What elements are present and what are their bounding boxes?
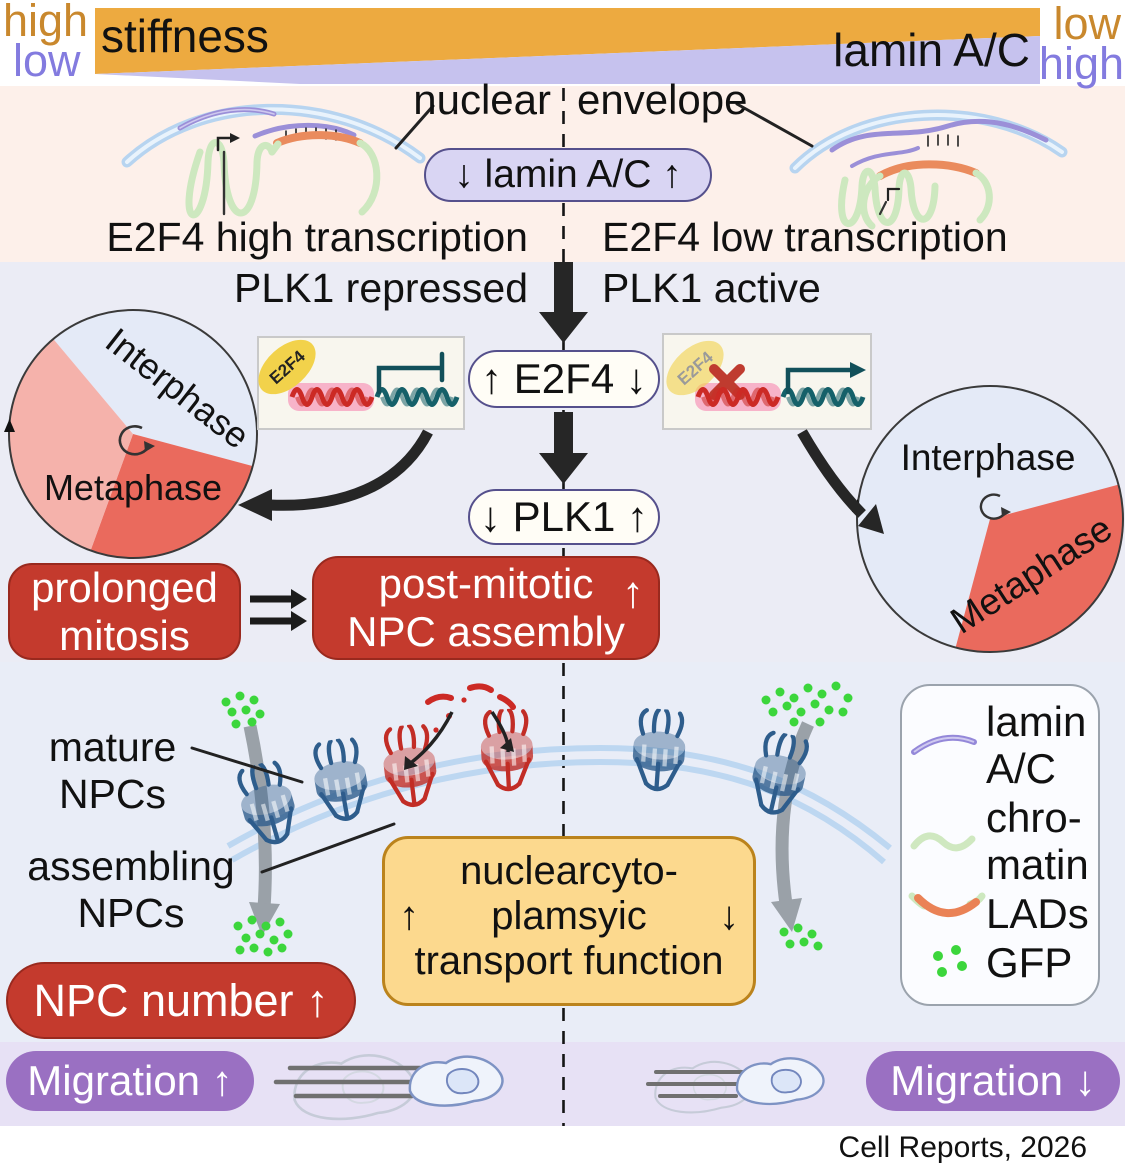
active-promoter-arrow	[785, 367, 853, 395]
banner-low-right-label: low	[1053, 0, 1121, 49]
pointer-line-nuclear	[394, 104, 435, 150]
gene-box-right: E2F4	[662, 333, 872, 430]
pie-left-metaphase-label: Metaphase	[44, 467, 222, 508]
legend-lamin-line2: A/C	[986, 745, 1057, 792]
envelope-title-right: envelope	[577, 76, 748, 123]
transport-line3: transport function	[414, 939, 724, 983]
transcription-repressed-mark-right	[886, 187, 901, 202]
heading-plk1-active: PLK1 active	[602, 265, 821, 311]
post-mitotic-up-arrow: ↑	[622, 568, 644, 617]
banner-high-left-label: high	[3, 0, 89, 46]
lamin-ac-pill: ↓ lamin A/C ↑	[424, 148, 712, 202]
lad-tether-ticks-right	[927, 134, 959, 147]
transcription-arrow-left	[216, 133, 240, 152]
e2f4-level-label: ↑ E2F4 ↓	[481, 355, 647, 402]
transport-down-arrow: ↓	[719, 894, 739, 938]
assembling-npcs-label: assembling NPCs	[27, 843, 235, 937]
transport-line2: plamsyic	[491, 894, 647, 938]
post-mitotic-line2: NPC assembly	[347, 608, 625, 655]
heading-plk1-repressed: PLK1 repressed	[233, 265, 528, 311]
stiffness-label: stiffness	[101, 10, 269, 62]
e2f4-level-pill: ↑ E2F4 ↓	[468, 350, 660, 408]
transport-function-box: nuclearcyto- ↑ plamsyic ↓ transport func…	[382, 836, 756, 1006]
fast-migrating-cell	[273, 1053, 504, 1121]
pie-right-interphase-label: Interphase	[901, 437, 1076, 478]
pie-chart-left: Interphase Metaphase	[4, 309, 258, 559]
migration-up-label: Migration ↑	[27, 1057, 233, 1104]
heading-e2f4-high: E2F4 high transcription	[106, 214, 528, 260]
gfp-dots-bottom-left	[233, 915, 293, 957]
heading-e2f4-low: E2F4 low transcription	[602, 214, 1008, 260]
assembling-npcs-group	[379, 709, 534, 808]
legend-lamin-line1: lamin	[986, 698, 1087, 745]
nuclear-envelope-left-drawing	[121, 103, 426, 219]
flow-arrow-middle	[539, 412, 588, 484]
prolonged-mitosis-line2: mitosis	[59, 611, 190, 659]
prolonged-mitosis-box: prolonged mitosis	[8, 563, 241, 660]
legend-gfp-label: GFP	[986, 939, 1073, 986]
gfp-icon	[933, 945, 967, 977]
mature-npcs-label: mature NPCs	[48, 724, 177, 818]
credit-label: Cell Reports, 2026	[838, 1131, 1087, 1164]
migration-up-pill: Migration ↑	[6, 1051, 254, 1111]
repressed-promoter-symbol	[376, 351, 445, 395]
stiffness-gradient-wedge	[95, 8, 1040, 84]
chromatin-icon	[910, 832, 976, 852]
gfp-dots-bottom-right	[779, 923, 823, 951]
gfp-dots-top-right	[761, 681, 853, 727]
migration-down-pill: Migration ↓	[866, 1051, 1120, 1111]
npc-number-label: NPC number ↑	[33, 974, 329, 1026]
pie-chart-right: Interphase Metaphase	[852, 385, 1124, 653]
transport-line1: nuclearcyto-	[460, 849, 678, 893]
pointer-line-envelope	[735, 102, 814, 148]
assembly-arrows	[404, 711, 514, 770]
pointer-line-assembling-npcs	[260, 822, 396, 874]
legend-lads-label: LADs	[986, 890, 1089, 937]
slow-migrating-cell	[646, 1057, 825, 1114]
double-arrow-icon	[250, 589, 307, 631]
curved-arrow-to-right-pie	[797, 429, 884, 534]
gfp-dots-top-left	[221, 691, 265, 729]
pointer-line-transcription-right	[878, 200, 888, 216]
npc-number-box: NPC number ↑	[6, 962, 356, 1039]
band-credit	[0, 1126, 1125, 1174]
legend-chromatin-line2: matin	[986, 841, 1089, 888]
post-mitotic-assembly-box: post-mitotic NPC assembly ↑	[312, 556, 660, 660]
plk1-level-label: ↓ PLK1 ↑	[479, 493, 649, 540]
envelope-title-left: nuclear	[413, 76, 551, 123]
prolonged-mitosis-line1: prolonged	[31, 563, 218, 611]
migration-down-label: Migration ↓	[890, 1057, 1096, 1104]
lamin-ac-pill-label: ↓ lamin A/C ↑	[454, 153, 682, 196]
plk1-level-pill: ↓ PLK1 ↑	[468, 489, 660, 545]
curved-arrow-to-left-pie	[238, 429, 433, 521]
lamin-ac-banner-label: lamin A/C	[833, 24, 1030, 76]
transport-up-arrow: ↑	[399, 894, 419, 938]
banner-high-right-label: high	[1038, 38, 1124, 89]
pointer-line-mature-npcs	[190, 746, 304, 784]
legend-box: lamin A/C chro- matin LADs GFP	[900, 684, 1100, 1006]
post-mitotic-line1: post-mitotic	[378, 560, 594, 607]
nuclear-envelope-right-drawing	[789, 109, 1068, 230]
gene-box-left: E2F4	[257, 336, 465, 430]
banner-low-left-label: low	[13, 35, 81, 86]
lamin-icon	[911, 734, 977, 755]
legend-chromatin-line1: chro-	[986, 794, 1082, 841]
lads-icon	[908, 892, 986, 918]
flow-arrow-top	[539, 262, 588, 343]
